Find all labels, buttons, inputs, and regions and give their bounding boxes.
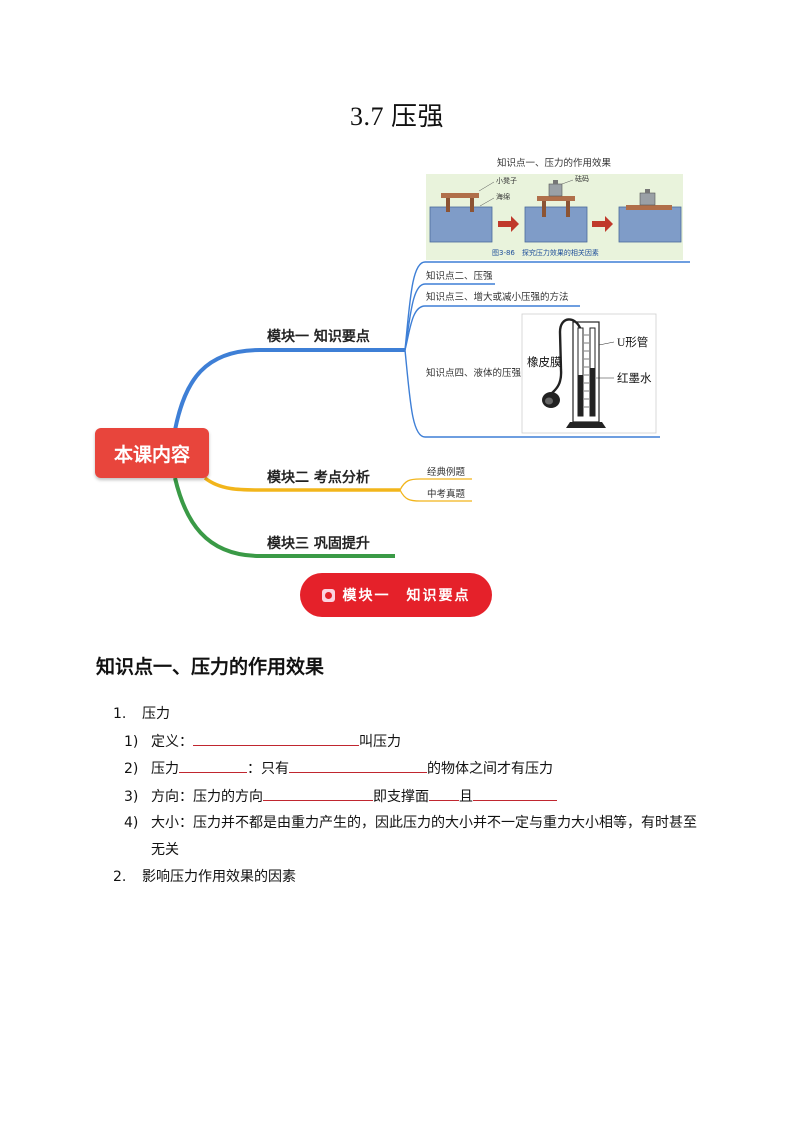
module2-label: 模块二 考点分析 bbox=[267, 469, 370, 486]
sub-text: 叫压力 bbox=[359, 734, 401, 750]
u-tube-manometer-figure: U形管 橡皮膜 红墨水 bbox=[521, 313, 657, 434]
figure1-caption: 图3-86 探究压力效果的相关因素 bbox=[492, 248, 599, 257]
module-banner-text: 模块一 知识要点 bbox=[342, 588, 471, 604]
point4-label: 知识点四、液体的压强 bbox=[426, 367, 522, 379]
pressure-experiment-figure: 小凳子 海绵 砝码 图3-86 探究压力效果的相关因素 bbox=[426, 174, 683, 260]
sub-text: 定义： bbox=[151, 734, 193, 750]
sub-item-magnitude: 4) 大小：压力并不都是由重力产生的，因此压力的大小并不一定与重力大小相等，有时甚… bbox=[124, 813, 697, 833]
sub-number: 4) bbox=[124, 815, 139, 831]
section-title: 知识点一、压力的作用效果 bbox=[96, 656, 325, 678]
module1-label: 模块一 知识要点 bbox=[267, 328, 370, 345]
fill-blank[interactable] bbox=[473, 786, 557, 801]
list-text: 压力 bbox=[142, 706, 170, 722]
fill-blank[interactable] bbox=[289, 758, 427, 773]
sub-text: 的物体之间才有压力 bbox=[427, 761, 553, 777]
sub-text: 即支撑面 bbox=[373, 789, 429, 805]
sub-item-condition: 2) 压力 ：只有 的物体之间才有压力 bbox=[124, 758, 553, 779]
weight-label: 砝码 bbox=[575, 174, 589, 183]
membrane-label: 橡皮膜 bbox=[527, 356, 562, 369]
sub-item-magnitude-cont: 无关 bbox=[151, 842, 179, 858]
sub-text: 压力 bbox=[151, 761, 179, 777]
list-number: 2. bbox=[113, 869, 127, 885]
branch-module2 bbox=[203, 476, 400, 492]
point3-label: 知识点三、增大或减小压强的方法 bbox=[426, 291, 569, 303]
sub-number: 2) bbox=[124, 761, 139, 777]
sub-item-definition: 1) 定义： 叫压力 bbox=[124, 731, 401, 752]
branch-module1 bbox=[173, 348, 405, 431]
fill-blank[interactable] bbox=[179, 758, 247, 773]
mind-map: 模块一 知识要点 模块二 考点分析 模块三 巩固提升 知识点一、压力的作用效果 … bbox=[173, 157, 690, 558]
module-icon bbox=[321, 588, 335, 602]
list-item-1: 1. 压力 bbox=[113, 704, 170, 724]
fill-blank[interactable] bbox=[263, 786, 373, 801]
sub-item-direction: 3) 方向：压力的方向 即支撑面 且 bbox=[124, 786, 557, 807]
branch-module3 bbox=[173, 477, 395, 558]
sub-number: 3) bbox=[124, 789, 139, 805]
ink-label: 红墨水 bbox=[617, 372, 652, 385]
u-tube-label: U形管 bbox=[617, 335, 648, 349]
sub-number: 1) bbox=[124, 734, 139, 750]
sub-text: 方向：压力的方向 bbox=[151, 789, 263, 805]
fill-blank[interactable] bbox=[193, 731, 359, 746]
sub-text: ：只有 bbox=[247, 761, 289, 777]
module2-item-2: 中考真题 bbox=[427, 488, 466, 500]
sub-text: 且 bbox=[459, 789, 473, 805]
page-title: 3.7 压强 bbox=[349, 102, 444, 131]
sponge-label: 海绵 bbox=[496, 192, 510, 201]
module-banner: 模块一 知识要点 bbox=[300, 573, 492, 617]
stool-label: 小凳子 bbox=[496, 176, 517, 185]
mindmap-center-node: 本课内容 bbox=[95, 428, 209, 478]
module3-label: 模块三 巩固提升 bbox=[267, 535, 370, 552]
sub-text: 大小：压力并不都是由重力产生的，因此压力的大小并不一定与重力大小相等，有时甚至 bbox=[151, 815, 697, 831]
list-text: 影响压力作用效果的因素 bbox=[142, 869, 296, 885]
list-item-2: 2. 影响压力作用效果的因素 bbox=[113, 867, 296, 887]
list-number: 1. bbox=[113, 706, 127, 722]
point2-label: 知识点二、压强 bbox=[426, 270, 493, 282]
point1-label: 知识点一、压力的作用效果 bbox=[497, 157, 612, 169]
module2-item-1: 经典例题 bbox=[427, 466, 466, 478]
fill-blank[interactable] bbox=[429, 786, 459, 801]
